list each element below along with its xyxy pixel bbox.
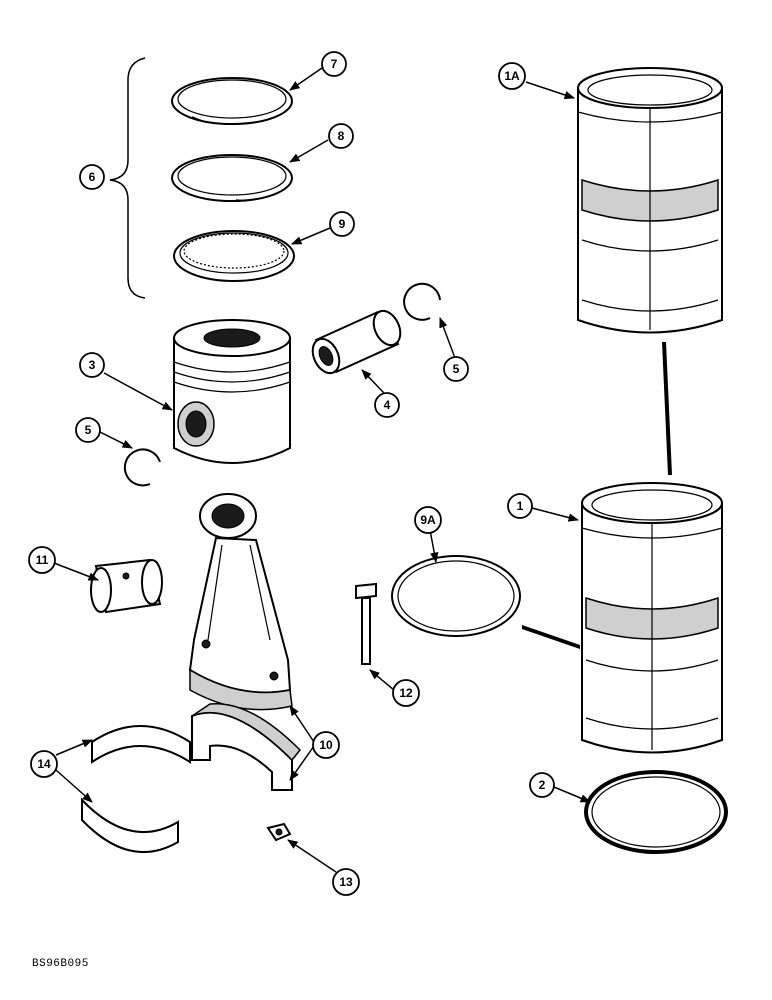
svg-text:9A: 9A xyxy=(420,513,436,527)
callout-2: 2 xyxy=(529,772,555,798)
callout-10: 10 xyxy=(312,731,340,759)
rod-nut xyxy=(266,822,292,842)
snap-ring-left xyxy=(123,448,161,487)
seal-ring-2 xyxy=(584,770,728,854)
seal-ring-link-line xyxy=(522,625,580,649)
cylinder-liner-1a xyxy=(577,67,723,334)
piston-pin xyxy=(311,309,402,375)
svg-text:5: 5 xyxy=(453,362,460,376)
callout-4: 4 xyxy=(374,392,400,418)
rod-bushing xyxy=(90,558,163,614)
svg-text:4: 4 xyxy=(384,398,391,412)
svg-text:13: 13 xyxy=(339,875,353,889)
callout-6: 6 xyxy=(79,164,105,190)
callout-1a: 1A xyxy=(498,62,526,90)
piston-ring-oil xyxy=(173,230,295,282)
seal-ring-9a xyxy=(391,555,521,637)
callout-14: 14 xyxy=(30,750,58,778)
callout-13: 13 xyxy=(332,868,360,896)
callout-9: 9 xyxy=(329,211,355,237)
rod-bolt xyxy=(355,582,377,665)
svg-text:7: 7 xyxy=(331,57,338,71)
connecting-rod xyxy=(188,493,293,711)
cylinder-liner-1 xyxy=(581,482,723,754)
callout-5-right: 5 xyxy=(443,356,469,382)
ring-set-bracket xyxy=(109,57,146,299)
callout-3: 3 xyxy=(79,352,105,378)
svg-text:1: 1 xyxy=(517,499,524,513)
svg-text:10: 10 xyxy=(319,738,333,752)
svg-text:3: 3 xyxy=(89,358,96,372)
svg-text:8: 8 xyxy=(338,129,345,143)
connecting-rod-cap xyxy=(191,702,302,791)
callout-11: 11 xyxy=(28,546,56,574)
svg-text:9: 9 xyxy=(339,217,346,231)
piston-ring-top xyxy=(171,77,293,125)
bearing-shell-upper xyxy=(91,725,191,764)
svg-text:12: 12 xyxy=(399,686,413,700)
bearing-shell-lower xyxy=(81,797,179,854)
svg-text:11: 11 xyxy=(36,553,49,567)
drawing-code: BS96B095 xyxy=(32,958,89,970)
piston-ring-middle xyxy=(171,154,293,202)
callout-7: 7 xyxy=(321,51,347,77)
piston xyxy=(173,319,291,464)
callout-8: 8 xyxy=(328,123,354,149)
svg-text:1A: 1A xyxy=(504,69,520,83)
svg-text:6: 6 xyxy=(89,170,96,184)
svg-text:2: 2 xyxy=(539,778,546,792)
callout-5-left: 5 xyxy=(75,417,101,443)
callout-9a: 9A xyxy=(414,506,442,534)
svg-text:5: 5 xyxy=(85,423,92,437)
snap-ring-right xyxy=(403,282,441,321)
callout-1: 1 xyxy=(507,493,533,519)
liner-link-line xyxy=(662,342,672,475)
callout-12: 12 xyxy=(392,679,420,707)
svg-text:14: 14 xyxy=(37,757,51,771)
